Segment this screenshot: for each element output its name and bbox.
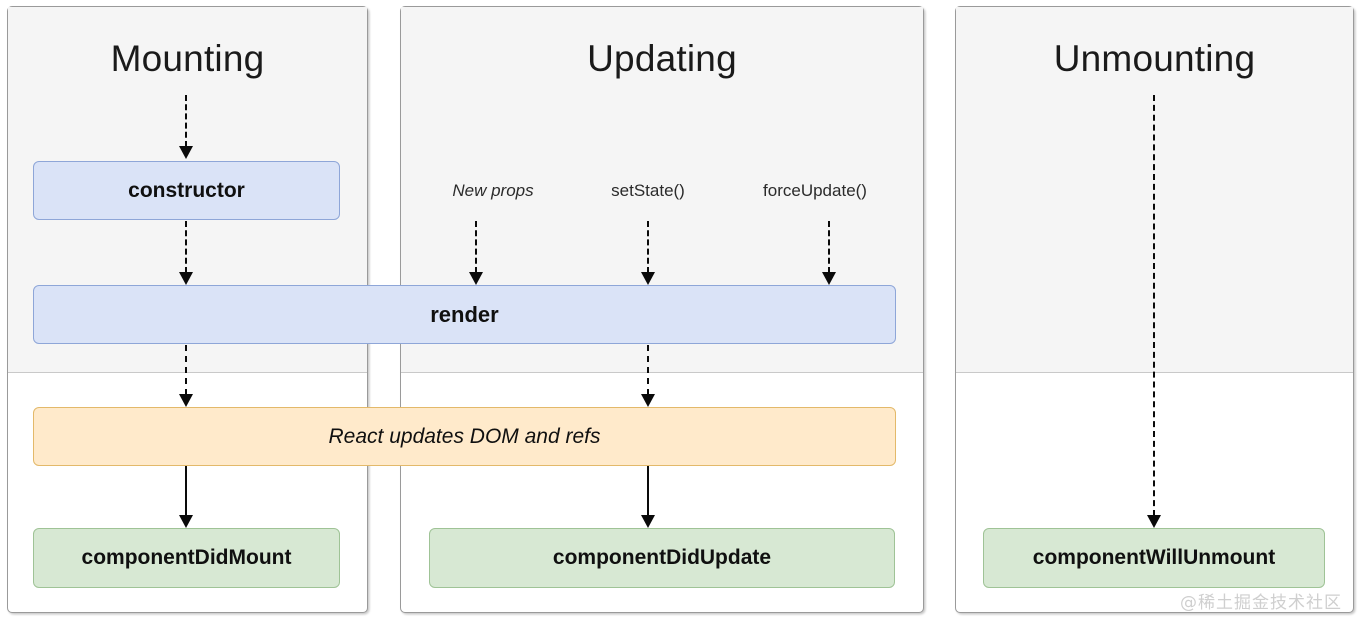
watermark: @稀土掘金技术社区 — [1180, 593, 1342, 613]
arrow-render-to-react-updates-updating — [640, 345, 656, 407]
trigger-label-force-update: forceUpdate() — [763, 181, 867, 200]
trigger-label-set-state: setState() — [611, 181, 685, 200]
arrow-unmounting-to-component-will-unmount — [1146, 95, 1162, 528]
arrow-constructor-to-render — [178, 221, 194, 285]
arrow-mounting-to-constructor — [178, 95, 194, 159]
arrow-new-props-to-render — [468, 221, 484, 285]
arrow-react-updates-to-component-did-update — [640, 466, 656, 528]
phase-title-updating: Updating — [587, 38, 737, 79]
node-component-will-unmount: componentWillUnmount — [983, 528, 1325, 588]
node-react-updates-dom-and-refs: React updates DOM and refs — [33, 407, 896, 466]
phase-title-mounting: Mounting — [110, 38, 265, 79]
arrow-render-to-react-updates-mounting — [178, 345, 194, 407]
arrow-react-updates-to-component-did-mount — [178, 466, 194, 528]
arrow-force-update-to-render — [821, 221, 837, 285]
node-component-did-mount: componentDidMount — [33, 528, 340, 588]
arrow-set-state-to-render — [640, 221, 656, 285]
node-render: render — [33, 285, 896, 344]
trigger-label-new-props: New props — [452, 181, 534, 200]
phase-title-unmounting: Unmounting — [1053, 38, 1256, 79]
node-component-did-update: componentDidUpdate — [429, 528, 895, 588]
node-constructor: constructor — [33, 161, 340, 220]
